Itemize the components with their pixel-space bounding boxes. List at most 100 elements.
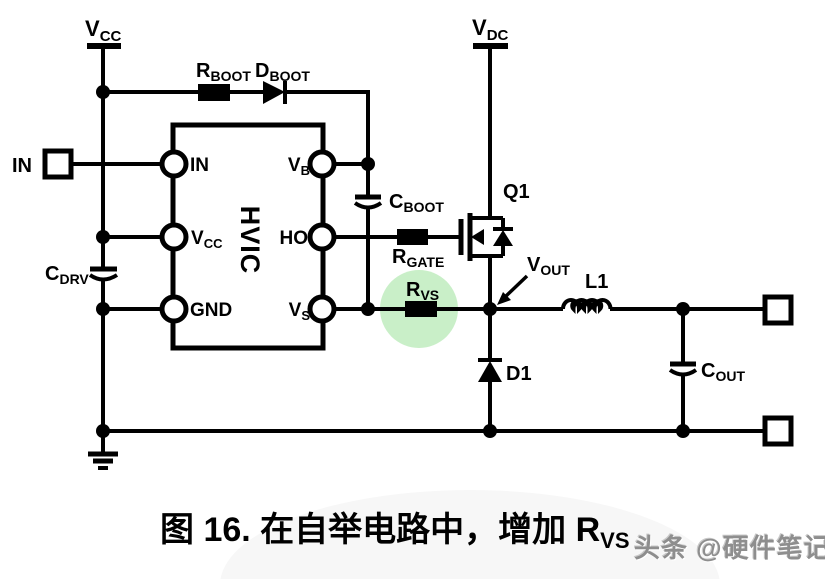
hvic-pin-circles bbox=[159, 149, 337, 324]
label-vcc-main: V bbox=[85, 16, 100, 41]
label-cout-main: C bbox=[701, 360, 715, 382]
label-vcc-supply: VCC bbox=[85, 16, 122, 45]
label-cboot-sub: BOOT bbox=[403, 199, 444, 215]
cout-plate-bottom bbox=[668, 368, 698, 377]
pin-circle-vs bbox=[307, 294, 337, 324]
label-cboot: CBOOT bbox=[389, 191, 444, 215]
dboot-diode-triangle bbox=[263, 81, 285, 104]
pin-circle-vb bbox=[307, 149, 337, 179]
junction-dot bbox=[361, 157, 375, 171]
mosfet-arrow bbox=[471, 229, 484, 245]
pin-vcc-sub: CC bbox=[204, 236, 223, 251]
junction-dot bbox=[96, 85, 110, 99]
output-bottom-terminal bbox=[762, 415, 794, 447]
pin-label-ho: HO bbox=[280, 228, 309, 249]
pin-label-vs: VS bbox=[289, 300, 311, 323]
junction-dot bbox=[676, 302, 690, 316]
output-top-terminal bbox=[762, 294, 794, 326]
junction-dot-vout bbox=[483, 302, 497, 316]
cboot-plate-bottom bbox=[353, 201, 383, 210]
cout-capacitor bbox=[668, 361, 698, 377]
label-dboot-main: D bbox=[255, 60, 269, 82]
ground-symbol bbox=[88, 451, 118, 464]
pin-label-vb: VB bbox=[288, 155, 310, 178]
pin-gnd-main: GND bbox=[190, 300, 232, 321]
label-d1-main: D1 bbox=[506, 363, 532, 385]
figure-caption: 图 16. 在自举电路中，增加 RVS bbox=[160, 502, 630, 553]
label-in-terminal: IN bbox=[12, 155, 32, 177]
pin-vcc-main: V bbox=[191, 228, 204, 249]
label-vout: VOUT bbox=[527, 254, 570, 278]
label-vdc-sub: DC bbox=[487, 27, 509, 44]
cboot-capacitor bbox=[353, 194, 383, 210]
label-dboot: DBOOT bbox=[255, 60, 310, 84]
d1-diode bbox=[478, 358, 502, 382]
d1-triangle bbox=[478, 361, 502, 382]
junction-dot bbox=[676, 424, 690, 438]
caption-subscript: VS bbox=[600, 528, 630, 553]
pin-vb-main: V bbox=[288, 155, 301, 176]
pin-ho-main: HO bbox=[280, 228, 309, 249]
pin-circle-vcc bbox=[159, 222, 189, 252]
label-vdc-main: V bbox=[472, 15, 487, 40]
rboot-resistor-body bbox=[198, 84, 230, 101]
junction-dot bbox=[361, 302, 375, 316]
label-rboot-main: R bbox=[196, 60, 211, 82]
caption-text: 图 16. 在自举电路中，增加 R bbox=[160, 511, 601, 549]
label-hvic: HVIC bbox=[235, 206, 265, 275]
label-rvs: RVS bbox=[406, 279, 439, 303]
label-rgate-main: R bbox=[392, 246, 407, 268]
label-l1-main: L1 bbox=[585, 271, 608, 293]
label-cout: COUT bbox=[701, 360, 745, 384]
label-rboot: RBOOT bbox=[196, 60, 251, 84]
label-vdc-supply: VDC bbox=[472, 15, 509, 44]
pin-vb-sub: B bbox=[301, 163, 310, 178]
label-cdrv: CDRV bbox=[45, 263, 89, 287]
label-rboot-sub: BOOT bbox=[210, 68, 251, 84]
mosfet-drain-source-wires bbox=[470, 216, 513, 258]
label-rgate-sub: GATE bbox=[406, 254, 444, 270]
label-cboot-main: C bbox=[389, 191, 403, 213]
label-d1: D1 bbox=[506, 363, 532, 385]
label-rvs-sub: VS bbox=[420, 287, 439, 303]
junction-dot bbox=[96, 424, 110, 438]
pin-vs-sub: S bbox=[301, 308, 310, 323]
l1-inductor-coil bbox=[561, 298, 613, 315]
background-blob bbox=[220, 490, 720, 579]
junction-dot bbox=[483, 424, 497, 438]
vout-pointer-arrow bbox=[497, 274, 529, 305]
pin-vs-main: V bbox=[289, 300, 302, 321]
pin-circle-in bbox=[159, 149, 189, 179]
label-vout-sub: OUT bbox=[540, 262, 570, 278]
vout-arrow-line bbox=[503, 274, 529, 299]
watermark-text: 头条 @硬件笔记本 bbox=[634, 533, 825, 563]
junction-dots bbox=[96, 85, 690, 438]
label-q1-main: Q1 bbox=[503, 181, 530, 203]
pin-label-vcc: VCC bbox=[191, 228, 223, 251]
mosfet-gate-and-channel-bars bbox=[458, 213, 473, 261]
label-dboot-sub: BOOT bbox=[269, 68, 310, 84]
mosfet-body-diode-triangle bbox=[493, 230, 513, 246]
label-rvs-main: R bbox=[406, 279, 421, 301]
label-q1: Q1 bbox=[503, 181, 530, 203]
label-vcc-sub: CC bbox=[100, 28, 122, 45]
cdrv-capacitor bbox=[88, 266, 119, 282]
q1-mosfet bbox=[458, 213, 513, 261]
label-cout-sub: OUT bbox=[715, 368, 745, 384]
label-cdrv-main: C bbox=[45, 263, 59, 285]
pin-circle-ho bbox=[307, 222, 337, 252]
cdrv-plate-bottom bbox=[88, 273, 119, 282]
pin-label-in: IN bbox=[190, 155, 209, 176]
in-square-terminal bbox=[42, 148, 74, 180]
junction-dot bbox=[96, 302, 110, 316]
vout-arrowhead bbox=[497, 292, 511, 305]
label-rgate: RGATE bbox=[392, 246, 444, 270]
label-l1: L1 bbox=[585, 271, 608, 293]
pin-circle-gnd bbox=[159, 294, 189, 324]
junction-dot bbox=[96, 230, 110, 244]
rgate-resistor-body bbox=[397, 229, 428, 245]
rvs-resistor-body bbox=[405, 301, 437, 317]
label-cdrv-sub: DRV bbox=[59, 271, 89, 287]
